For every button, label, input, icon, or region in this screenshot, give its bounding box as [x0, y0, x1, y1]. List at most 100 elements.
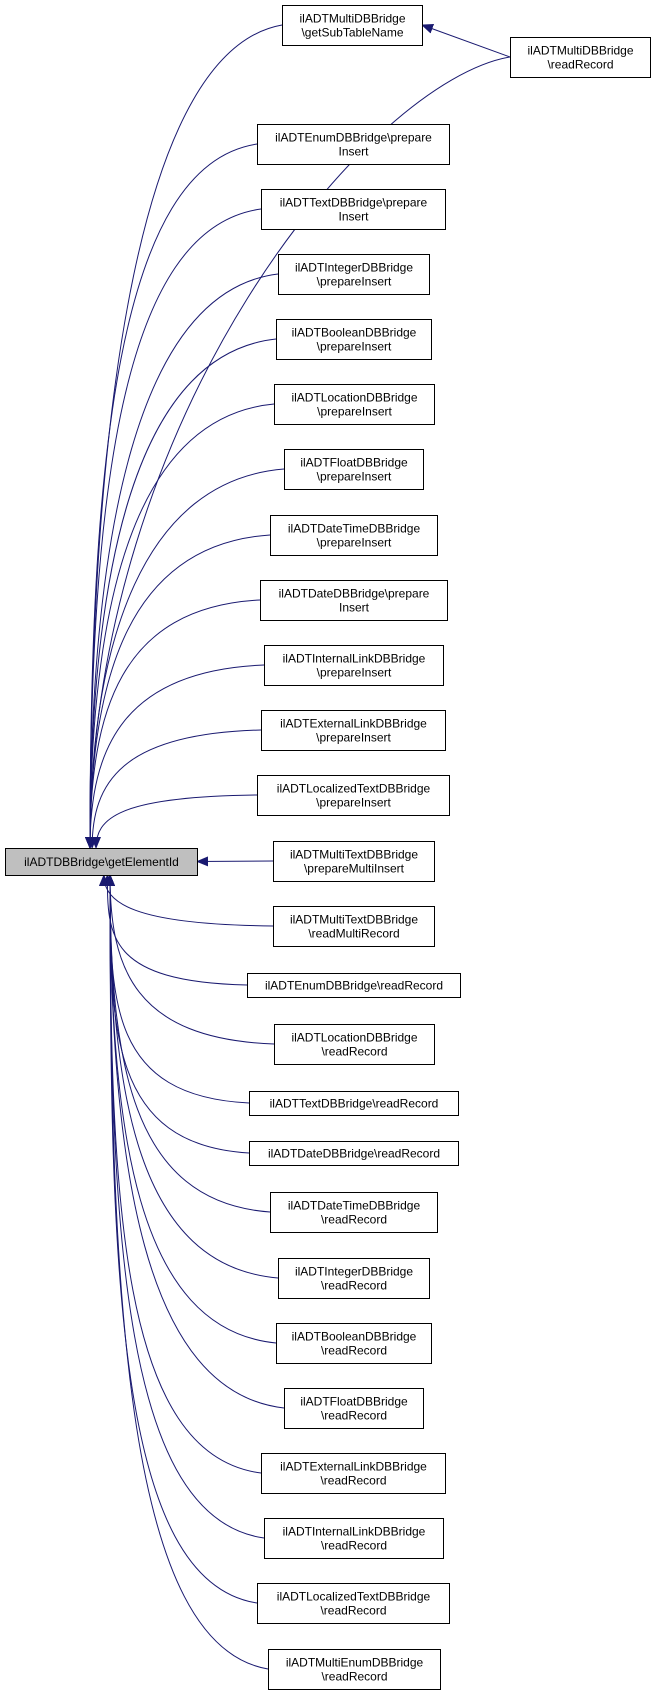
- node-internallink-read-record[interactable]: ilADTInternalLinkDBBridge\readRecord: [264, 1518, 444, 1559]
- node-float-prepare-insert[interactable]: ilADTFloatDBBridge\prepareInsert: [284, 449, 424, 490]
- node-multienum-read-record[interactable]: ilADTMultiEnumDBBridge\readRecord: [268, 1649, 441, 1690]
- edge-multitext-prepare-multi-insert-to-root: [196, 856, 274, 867]
- node-label-line: ilADTDateTimeDBBridge: [288, 1199, 421, 1213]
- node-location-prepare-insert[interactable]: ilADTLocationDBBridge\prepareInsert: [274, 384, 435, 425]
- node-label-line: ilADTMultiTextDBBridge: [290, 848, 418, 862]
- node-externallink-prepare-insert[interactable]: ilADTExternalLinkDBBridge\prepareInsert: [261, 710, 446, 751]
- node-date-prepare-insert[interactable]: ilADTDateDBBridge\prepareInsert: [260, 580, 448, 621]
- node-box: [273, 841, 435, 882]
- node-label-line: \readRecord: [321, 1409, 387, 1423]
- node-localizedtext-read-record[interactable]: ilADTLocalizedTextDBBridge\readRecord: [257, 1583, 450, 1624]
- edge-internallink-read-record-to-root: [105, 874, 265, 1539]
- node-multitext-prepare-multi-insert[interactable]: ilADTMultiTextDBBridge\prepareMultiInser…: [273, 841, 435, 882]
- node-label-line: \readMultiRecord: [308, 927, 399, 941]
- edge-internallink-prepare-insert-to-root: [85, 664, 265, 849]
- node-label-line: \readRecord: [321, 1045, 387, 1059]
- node-label-line: ilADTMultiTextDBBridge: [290, 913, 418, 927]
- node-box: [264, 645, 444, 686]
- node-box: [276, 1323, 432, 1364]
- node-label-line: \readRecord: [320, 1604, 386, 1618]
- nodes-layer: ilADTDBBridge\getElementId ilADTMultiDBBr…: [5, 5, 651, 1690]
- node-enum-prepare-insert[interactable]: ilADTEnumDBBridge\prepareInsert: [257, 124, 450, 165]
- node-internallink-prepare-insert[interactable]: ilADTInternalLinkDBBridge\prepareInsert: [264, 645, 444, 686]
- edge-multitext-read-multi-record-to-root: [98, 874, 274, 927]
- node-label-line: \readRecord: [321, 1213, 387, 1227]
- node-box: [247, 973, 461, 998]
- node-float-read-record[interactable]: ilADTFloatDBBridge\readRecord: [284, 1388, 424, 1429]
- node-text-prepare-insert[interactable]: ilADTTextDBBridge\prepareInsert: [261, 189, 446, 230]
- node-label-line: \prepareInsert: [317, 405, 392, 419]
- node-label-line: Insert: [338, 145, 369, 159]
- node-box: [261, 710, 446, 751]
- node-box: [284, 1388, 424, 1429]
- node-label-line: ilADTDateDBBridge\prepare: [279, 587, 430, 601]
- node-label-line: \prepareInsert: [317, 666, 392, 680]
- node-multi-get-sub-table-name[interactable]: ilADTMultiDBBridge\getSubTableName: [282, 5, 423, 46]
- node-externallink-read-record[interactable]: ilADTExternalLinkDBBridge\readRecord: [261, 1453, 446, 1494]
- edges-layer: [85, 24, 511, 1670]
- node-label-line: ilADTDBBridge\getElementId: [24, 855, 179, 869]
- edge-datetime-prepare-insert-to-root: [85, 534, 271, 849]
- edge-float-read-record-to-root: [105, 874, 285, 1409]
- node-label-line: ilADTLocationDBBridge: [291, 391, 417, 405]
- node-label-line: ilADTBooleanDBBridge: [292, 326, 417, 340]
- node-box: [257, 124, 450, 165]
- node-localizedtext-prepare-insert[interactable]: ilADTLocalizedTextDBBridge\prepareInsert: [257, 775, 450, 816]
- node-date-read-record[interactable]: ilADTDateDBBridge\readRecord: [249, 1141, 459, 1166]
- node-label-line: \readRecord: [321, 1279, 387, 1293]
- node-box: [257, 1583, 450, 1624]
- node-box: [273, 906, 435, 947]
- edge-integer-read-record-to-root: [105, 874, 279, 1279]
- node-label-line: ilADTLocalizedTextDBBridge: [277, 1590, 431, 1604]
- node-label-line: ilADTEnumDBBridge\prepare: [275, 131, 432, 145]
- node-location-read-record[interactable]: ilADTLocationDBBridge\readRecord: [274, 1024, 435, 1065]
- node-label-line: ilADTInternalLinkDBBridge: [283, 1525, 426, 1539]
- node-label-line: ilADTDateTimeDBBridge: [288, 522, 421, 536]
- node-box: [261, 189, 446, 230]
- node-box: [261, 1453, 446, 1494]
- node-label-line: \prepareInsert: [316, 731, 391, 745]
- node-label-line: \readRecord: [321, 1539, 387, 1553]
- node-boolean-prepare-insert[interactable]: ilADTBooleanDBBridge\prepareInsert: [276, 319, 432, 360]
- node-label-line: ilADTLocalizedTextDBBridge: [277, 782, 431, 796]
- node-boolean-read-record[interactable]: ilADTBooleanDBBridge\readRecord: [276, 1323, 432, 1364]
- node-box: [510, 37, 651, 78]
- node-integer-read-record[interactable]: ilADTIntegerDBBridge\readRecord: [278, 1258, 430, 1299]
- node-box: [249, 1091, 459, 1116]
- node-label-line: ilADTMultiEnumDBBridge: [286, 1656, 424, 1670]
- node-label-line: ilADTExternalLinkDBBridge: [280, 717, 427, 731]
- node-text-read-record[interactable]: ilADTTextDBBridge\readRecord: [249, 1091, 459, 1116]
- node-integer-prepare-insert[interactable]: ilADTIntegerDBBridge\prepareInsert: [278, 254, 430, 295]
- node-box: [257, 775, 450, 816]
- node-datetime-read-record[interactable]: ilADTDateTimeDBBridge\readRecord: [270, 1192, 438, 1233]
- node-label-line: \prepareInsert: [317, 340, 392, 354]
- edge-float-prepare-insert-to-root: [85, 468, 285, 849]
- edge-text-read-record-to-root: [104, 874, 250, 1104]
- node-box: [270, 1192, 438, 1233]
- node-label-line: ilADTEnumDBBridge\readRecord: [265, 979, 443, 993]
- node-label-line: ilADTExternalLinkDBBridge: [280, 1460, 427, 1474]
- node-box: [274, 1024, 435, 1065]
- node-box: [270, 515, 438, 556]
- edge-localizedtext-prepare-insert-to-root: [91, 794, 258, 849]
- edge-enum-prepare-insert-to-root: [85, 143, 258, 849]
- edge-integer-prepare-insert-to-root: [85, 273, 279, 849]
- node-datetime-prepare-insert[interactable]: ilADTDateTimeDBBridge\prepareInsert: [270, 515, 438, 556]
- root-node-get-element-id[interactable]: ilADTDBBridge\getElementId: [5, 848, 198, 876]
- node-multi-read-record[interactable]: ilADTMultiDBBridge\readRecord: [510, 37, 651, 78]
- node-box: [274, 384, 435, 425]
- node-enum-read-record[interactable]: ilADTEnumDBBridge\readRecord: [247, 973, 461, 998]
- node-label-line: Insert: [339, 601, 370, 615]
- node-label-line: \prepareMultiInsert: [304, 862, 405, 876]
- node-label-line: \getSubTableName: [301, 26, 403, 40]
- edge-multienum-read-record-to-root: [105, 874, 269, 1670]
- node-label-line: ilADTMultiDBBridge: [299, 12, 405, 26]
- node-label-line: \readRecord: [320, 1474, 386, 1488]
- edge-externallink-prepare-insert-to-root: [87, 729, 262, 849]
- node-multitext-read-multi-record[interactable]: ilADTMultiTextDBBridge\readMultiRecord: [273, 906, 435, 947]
- node-label-line: \prepareInsert: [317, 275, 392, 289]
- node-label-line: ilADTLocationDBBridge: [291, 1031, 417, 1045]
- node-label-line: \readRecord: [321, 1670, 387, 1684]
- edge-multi-get-sub-table-name-to-root: [85, 24, 283, 849]
